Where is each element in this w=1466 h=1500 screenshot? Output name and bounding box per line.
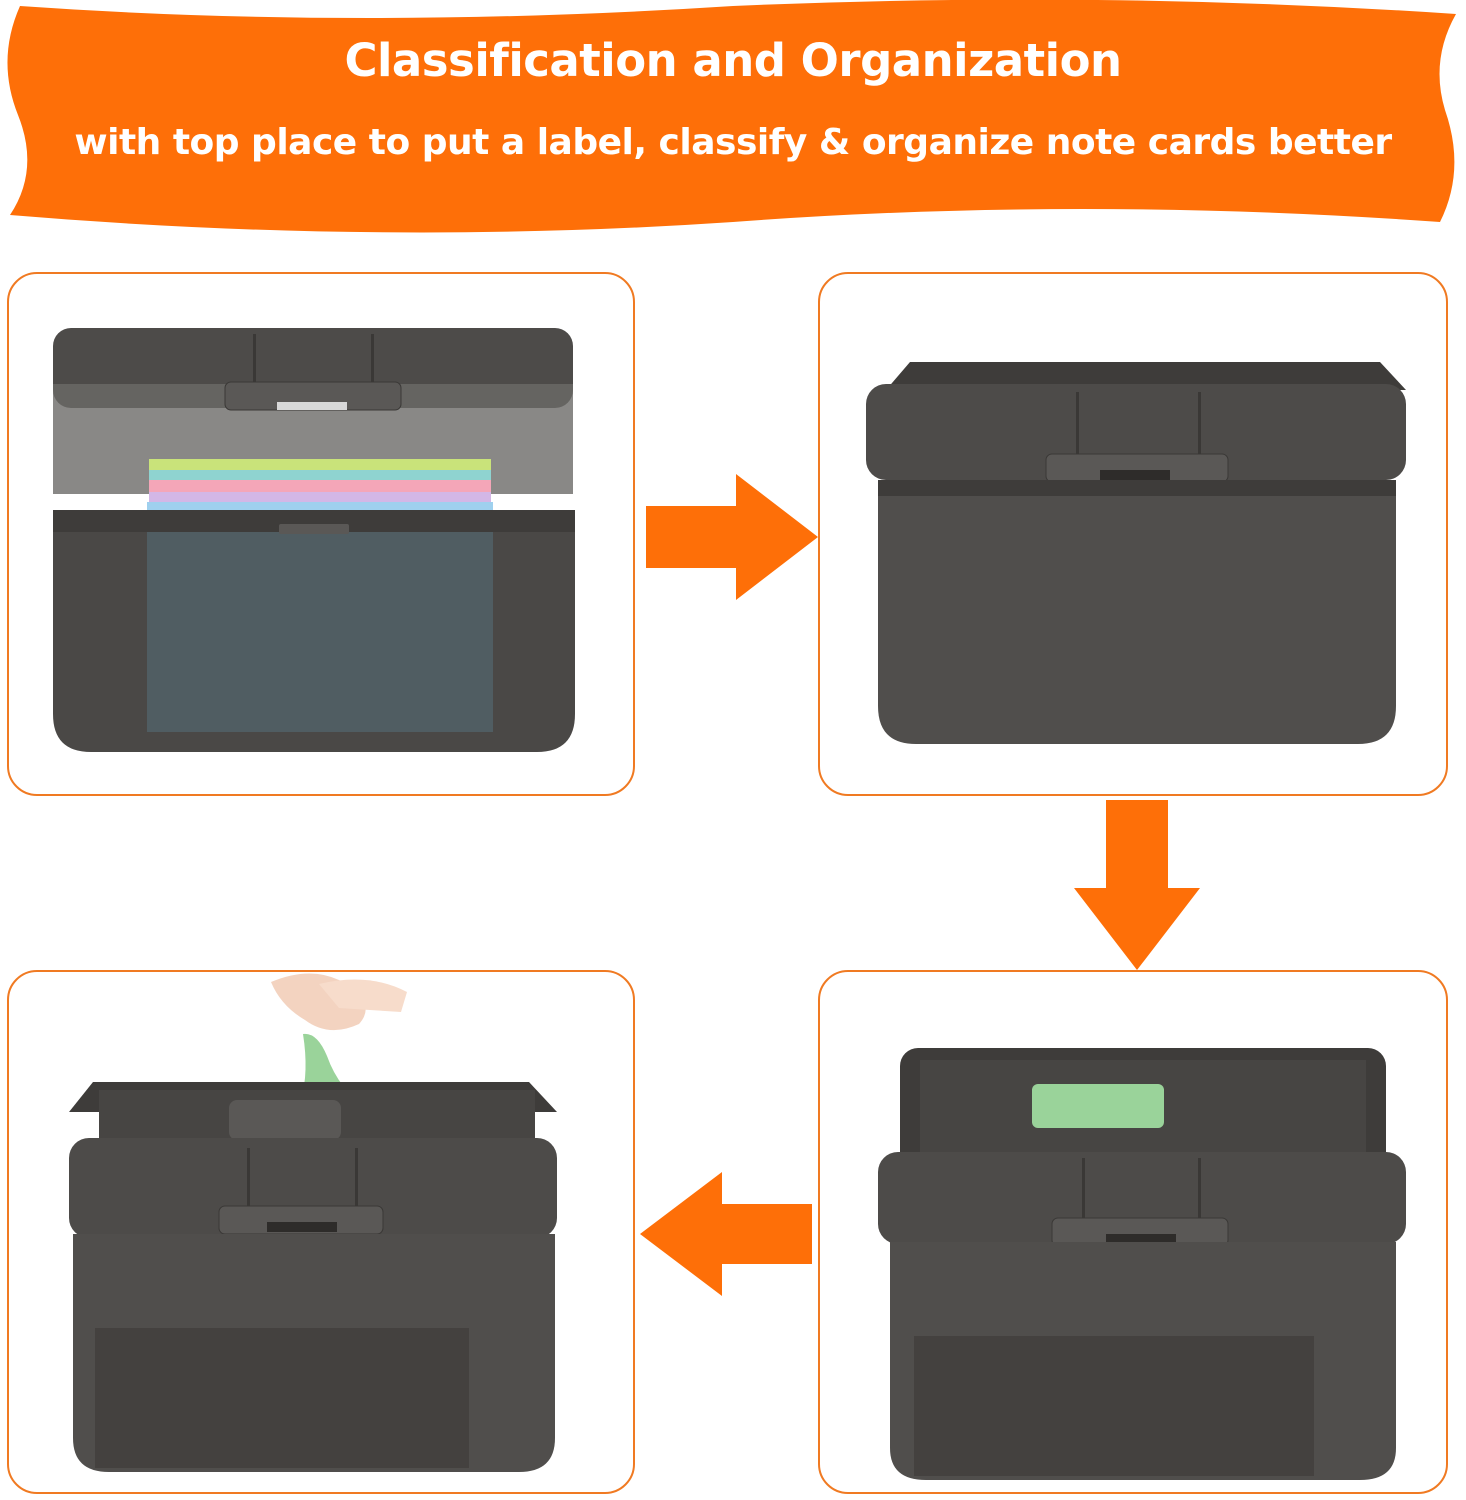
arrow-right-icon xyxy=(646,474,818,600)
banner-ribbon-shape xyxy=(7,0,1456,233)
peeling-label-box-image xyxy=(69,973,557,1472)
arrow-down-icon xyxy=(1074,800,1200,970)
step-panel-open-box xyxy=(7,272,635,796)
open-card-box-image xyxy=(53,328,575,752)
banner-subtitle: with top place to put a label, classify … xyxy=(74,122,1392,163)
header-banner: Classification and Organization with top… xyxy=(0,0,1466,235)
step-panel-labeled-box xyxy=(818,970,1448,1494)
closed-card-box-image xyxy=(866,362,1406,744)
labeled-card-box-image xyxy=(878,1048,1406,1480)
step-panel-peeling-label xyxy=(7,970,635,1494)
arrow-left-icon xyxy=(640,1172,812,1296)
step-panel-closed-box xyxy=(818,272,1448,796)
banner-title: Classification and Organization xyxy=(344,34,1122,87)
